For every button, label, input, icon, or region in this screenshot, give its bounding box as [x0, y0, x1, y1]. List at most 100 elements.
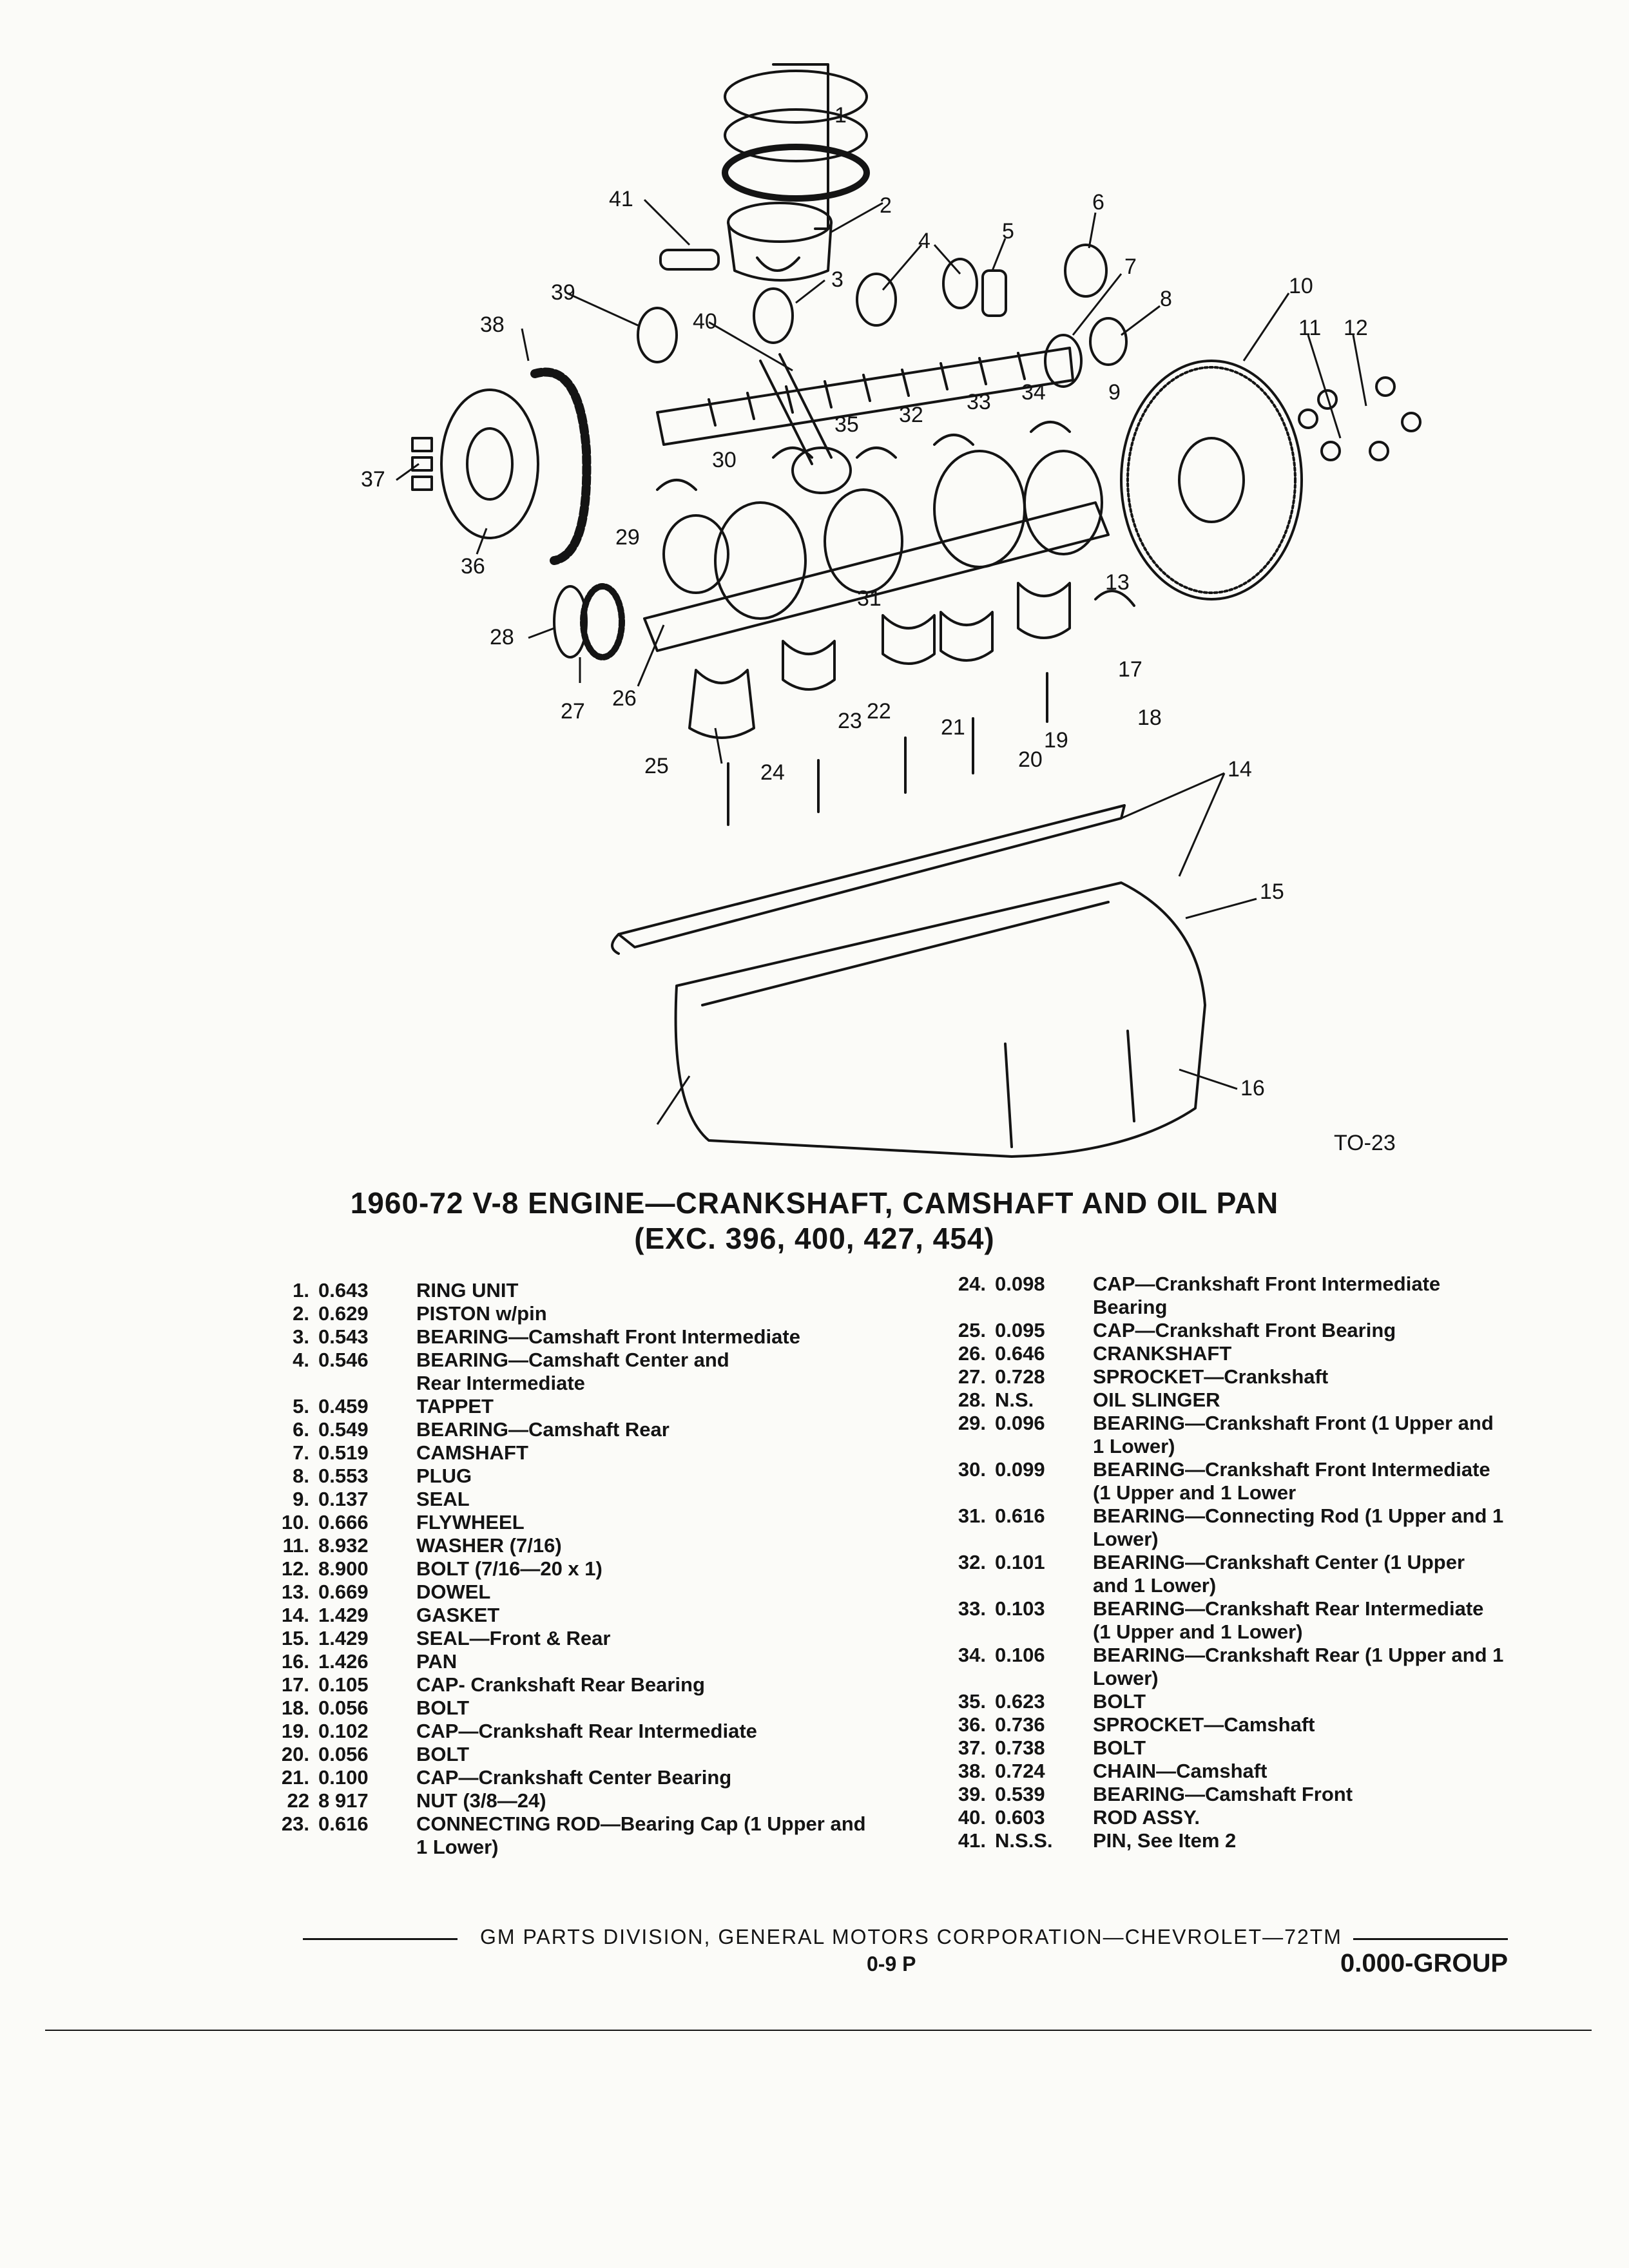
callout-20: 20 — [1018, 747, 1043, 772]
callout-15: 15 — [1260, 879, 1284, 904]
callout-21: 21 — [941, 715, 965, 740]
callout-18: 18 — [1137, 706, 1162, 730]
callout-27: 27 — [561, 699, 585, 724]
callout-39: 39 — [551, 280, 575, 305]
footer-rule-left — [303, 1938, 458, 1940]
camshaft-bearings — [637, 244, 1128, 366]
callout-10: 10 — [1289, 274, 1313, 298]
exploded-parts-diagram: 1 2 3 4 5 6 7 8 9 10 11 12 13 14 15 16 1… — [361, 63, 1422, 1158]
callout-31: 31 — [857, 586, 882, 611]
callout-5: 5 — [1002, 219, 1014, 244]
camshaft — [656, 334, 1083, 446]
callout-22: 22 — [867, 699, 891, 724]
callout-9: 9 — [1108, 380, 1121, 405]
callout-33: 33 — [967, 390, 991, 414]
connecting-rod — [759, 353, 852, 494]
callout-3: 3 — [831, 267, 843, 292]
callout-32: 32 — [899, 403, 923, 427]
camshaft-bolts — [411, 437, 433, 491]
oil-pan-gasket — [611, 804, 1126, 955]
callout-41: 41 — [609, 187, 633, 211]
main-bearing-caps — [688, 582, 1071, 739]
callout-11: 11 — [1298, 316, 1321, 340]
callout-35: 35 — [834, 412, 859, 437]
callout-23: 23 — [838, 709, 862, 733]
timing-chain — [530, 367, 592, 565]
callout-1: 1 — [834, 103, 847, 128]
callout-6: 6 — [1092, 190, 1104, 215]
callout-29: 29 — [615, 525, 640, 550]
callout-17: 17 — [1118, 657, 1142, 682]
flywheel-bolts — [1298, 376, 1422, 461]
callout-8: 8 — [1160, 287, 1172, 311]
piston-rings — [722, 63, 870, 230]
callout-30: 30 — [712, 448, 737, 472]
callout-26: 26 — [612, 686, 637, 711]
callout-13: 13 — [1105, 570, 1130, 595]
callout-2: 2 — [880, 193, 892, 218]
flywheel — [1120, 360, 1303, 601]
bottom-rule — [45, 2030, 1592, 2031]
main-bearings-upper — [656, 421, 1071, 491]
callout-12: 12 — [1344, 316, 1368, 340]
rear-seal — [1094, 590, 1135, 607]
callout-labels: 1 2 3 4 5 6 7 8 9 10 11 12 13 14 15 16 1… — [361, 103, 1396, 1155]
oil-pan — [674, 881, 1206, 1158]
footer-text: GM PARTS DIVISION, GENERAL MOTORS CORPOR… — [480, 1925, 1342, 1948]
callout-4: 4 — [918, 229, 930, 253]
figure-code: TO-23 — [1334, 1131, 1396, 1155]
callout-25: 25 — [644, 754, 669, 778]
diagram-title: 1960-72 V-8 ENGINE—CRANKSHAFT, CAMSHAFT … — [350, 1186, 1279, 1220]
parts-row: 41.N.S.S.PIN, See Item 2 — [958, 1829, 1237, 1852]
parts-row: 28.N.S.OIL SLINGER — [958, 1389, 1220, 1411]
callout-19: 19 — [1044, 728, 1068, 753]
page-number: 0-9 P — [867, 1952, 916, 1975]
cap-bolts — [727, 672, 1048, 826]
piston — [727, 202, 833, 282]
callout-7: 7 — [1124, 255, 1137, 279]
camshaft-sprocket — [440, 389, 539, 539]
crankshaft-sprocket — [580, 583, 625, 660]
group-label: 0.000-GROUP — [1340, 1949, 1509, 1977]
crankshaft — [643, 450, 1110, 652]
callout-34: 34 — [1021, 380, 1046, 405]
